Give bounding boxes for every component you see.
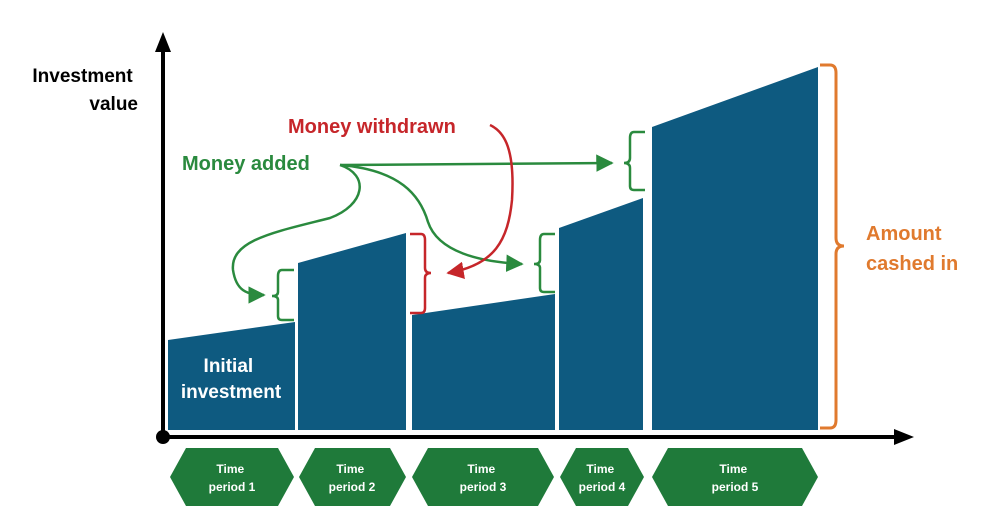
period-4: Time period 4 bbox=[560, 448, 644, 506]
y-axis-arrowhead bbox=[155, 32, 171, 52]
period-1: Time period 1 bbox=[170, 448, 294, 506]
money-withdrawn-label: Money withdrawn bbox=[288, 116, 456, 138]
amount-cashed-in-line-2: cashed in bbox=[866, 253, 958, 275]
x-axis-arrowhead bbox=[894, 429, 914, 445]
period-4-line-2: period 4 bbox=[579, 480, 626, 494]
y-axis-label-line-2: value bbox=[89, 94, 138, 115]
period-5: Time period 5 bbox=[652, 448, 818, 506]
block-period-1 bbox=[168, 322, 295, 430]
period-5-line-2: period 5 bbox=[712, 480, 759, 494]
initial-investment-line-2: investment bbox=[181, 382, 282, 403]
period-2-line-1: Time bbox=[336, 462, 364, 476]
y-axis-label-line-1: Investment bbox=[32, 66, 133, 87]
withdrawn-brace bbox=[410, 232, 432, 315]
money-added-label: Money added bbox=[182, 153, 310, 175]
added-arrow-to-period-2 bbox=[231, 163, 361, 304]
block-period-5 bbox=[652, 67, 818, 430]
added-brace-period-2 bbox=[271, 268, 294, 322]
period-3: Time period 3 bbox=[412, 448, 554, 506]
investment-blocks bbox=[168, 67, 818, 430]
period-1-line-2: period 1 bbox=[209, 480, 256, 494]
initial-investment-line-1: Initial bbox=[204, 356, 254, 377]
added-arrow-to-period-5 bbox=[339, 154, 614, 172]
added-brace-period-4 bbox=[533, 232, 555, 294]
y-axis-label: Investment value bbox=[32, 66, 138, 115]
block-period-4 bbox=[559, 198, 643, 430]
period-3-label: Time period 3 bbox=[460, 462, 507, 494]
block-period-3 bbox=[412, 294, 555, 430]
period-4-label: Time period 4 bbox=[579, 462, 626, 494]
period-2: Time period 2 bbox=[299, 448, 406, 506]
added-brace-period-5 bbox=[623, 130, 645, 192]
withdrawn-arrow bbox=[446, 123, 514, 279]
block-period-2 bbox=[298, 233, 406, 430]
period-2-arrow bbox=[299, 448, 406, 506]
period-5-line-1: Time bbox=[719, 462, 747, 476]
period-5-arrow bbox=[652, 448, 818, 506]
added-braces bbox=[271, 130, 645, 322]
origin-dot bbox=[156, 430, 170, 444]
period-4-line-1: Time bbox=[586, 462, 614, 476]
period-4-arrow bbox=[560, 448, 644, 506]
period-3-line-1: Time bbox=[467, 462, 495, 476]
period-1-label: Time period 1 bbox=[209, 462, 256, 494]
period-1-line-1: Time bbox=[216, 462, 244, 476]
period-1-arrow bbox=[170, 448, 294, 506]
initial-investment-label: Initial investment bbox=[181, 356, 282, 403]
period-3-line-2: period 3 bbox=[460, 480, 507, 494]
period-5-label: Time period 5 bbox=[712, 462, 759, 494]
period-2-label: Time period 2 bbox=[329, 462, 376, 494]
amount-cashed-in-label: Amount cashed in bbox=[866, 223, 958, 275]
amount-cashed-in-line-1: Amount bbox=[866, 223, 942, 245]
cashed-in-brace bbox=[820, 63, 845, 430]
time-periods: Time period 1 Time period 2 Time period … bbox=[170, 448, 818, 506]
axes bbox=[155, 32, 914, 445]
money-added-arrows bbox=[231, 154, 614, 304]
period-2-line-2: period 2 bbox=[329, 480, 376, 494]
period-3-arrow bbox=[412, 448, 554, 506]
